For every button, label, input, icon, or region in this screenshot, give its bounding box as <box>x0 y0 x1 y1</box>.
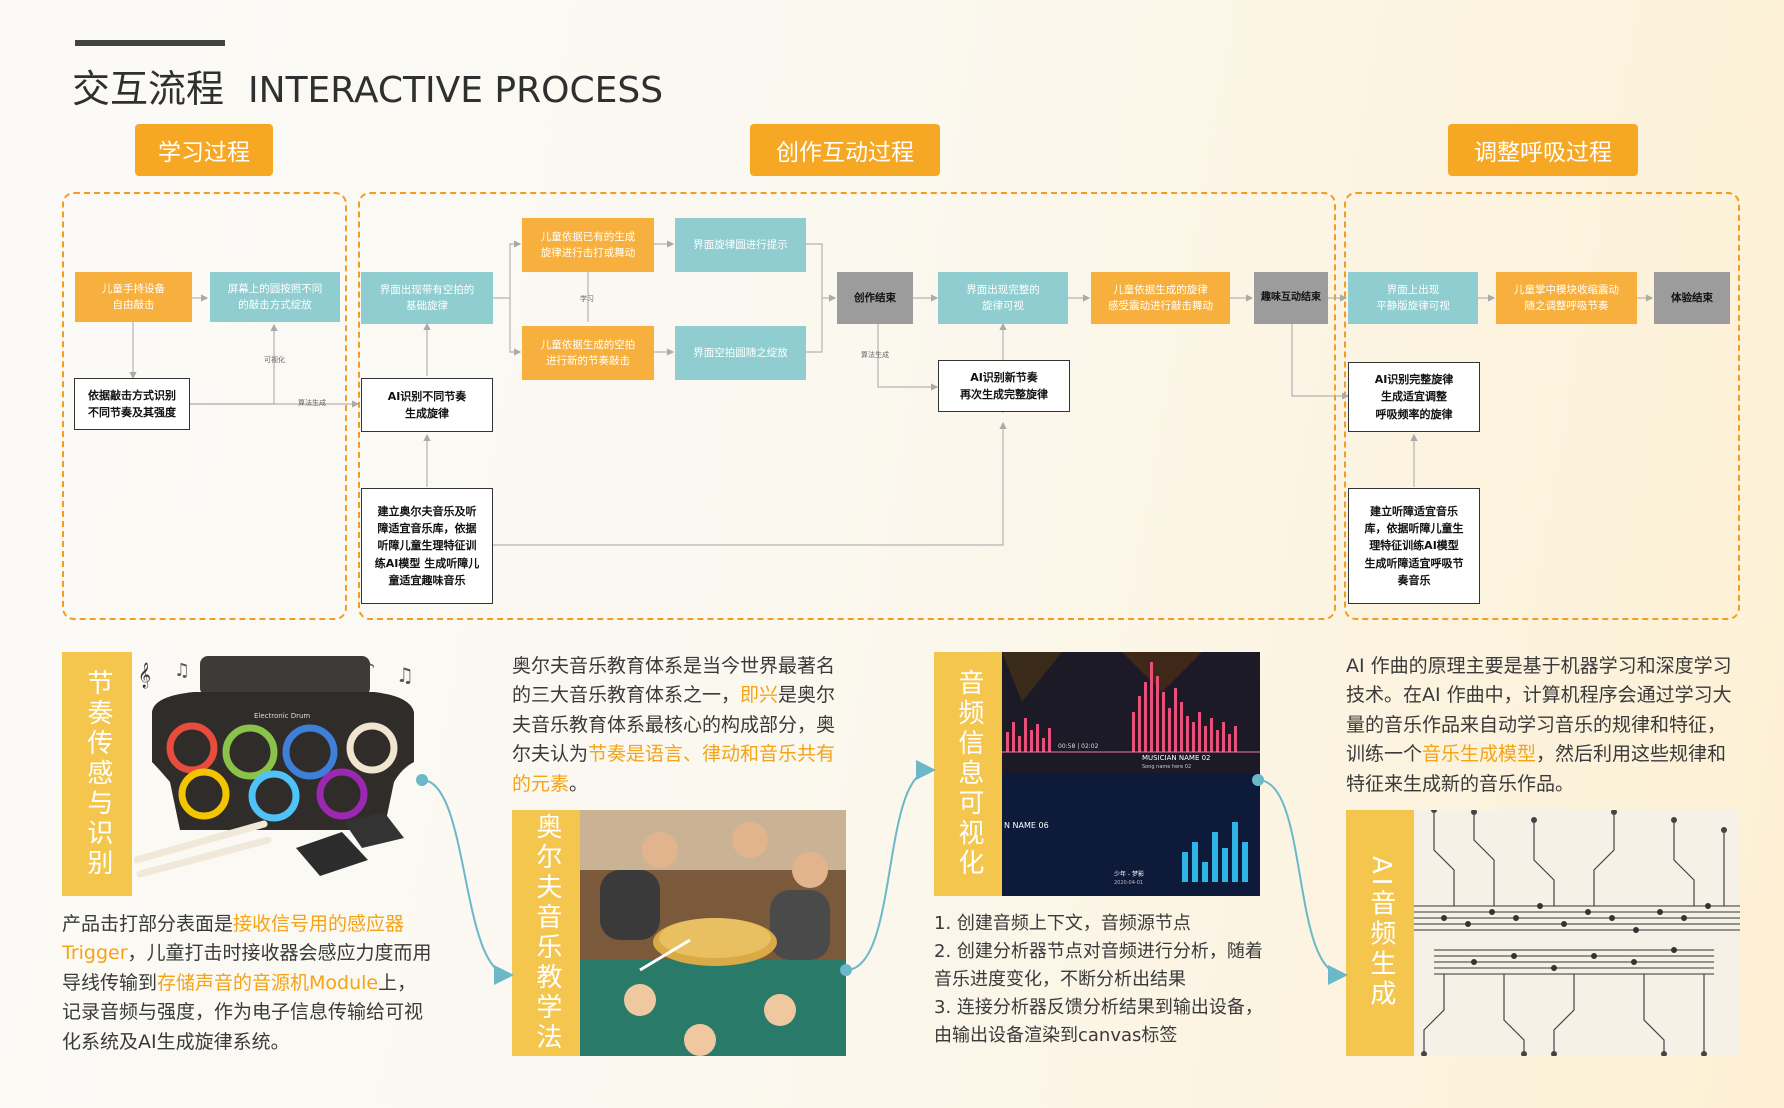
node-calm-melody: 界面上出现 平静版旋律可视 <box>1348 272 1478 324</box>
orff-text-1: 奥尔夫音乐教育体系是当今世界最著名的三大音乐教育体系之一， <box>512 655 836 707</box>
drum-brand-label: Electronic Drum <box>254 712 310 720</box>
node-ai-melody: AI识别不同节奏 生成旋律 <box>361 378 493 432</box>
label-learn: 学习 <box>580 295 594 303</box>
node-creation-end: 创作结束 <box>837 272 913 324</box>
node-free-tap: 儿童手持设备 自由敲击 <box>75 272 192 322</box>
rhythm-text-3: 上，记录音频与强度，作为电子信息传输给可视化系统及AI生成旋律系统。 <box>62 971 424 1053</box>
bar-audio-label: 音频信息可视化 <box>953 669 984 879</box>
node-base-melody: 界面出现带有空拍的 基础旋律 <box>361 272 493 324</box>
rhythm-highlight-1: 接收信号用的感应器Trigger <box>62 913 405 965</box>
ai-text-1: AI 作曲的原理主要是基于机器学习和深度学习技术。在AI 作曲中，计算机程序会通… <box>1346 655 1732 766</box>
node-rhythm-detect: 依据敲击方式识别 不同节奏及其强度 <box>74 378 190 430</box>
orff-text-2: 是奥尔夫音乐教育体系最核心的构成部分，奥尔夫认为 <box>512 684 836 766</box>
bar-ai: AI音频生成 <box>1346 810 1414 1056</box>
ai-highlight-1: 音乐生成模型 <box>1422 743 1537 766</box>
rhythm-text-2: ，儿童打击时接收器会感应力度而用导线传输到 <box>62 942 432 994</box>
screen-title: MUSICIAN NAME 02 <box>1142 754 1211 762</box>
orff-description: 奥尔夫音乐教育体系是当今世界最著名的三大音乐教育体系之一，即兴是奥尔夫音乐教育体… <box>512 652 848 799</box>
audio-steps: 1. 创建音频上下文，音频源节点 2. 创建分析器节点对音频进行分析，随着音乐进… <box>934 910 1264 1049</box>
rhythm-description: 产品击打部分表面是接收信号用的感应器Trigger，儿童打击时接收器会感应力度而… <box>62 910 434 1057</box>
audio-step-3: 3. 连接分析器反馈分析结果到输出设备，由输出设备渲染到canvas标签 <box>934 996 1263 1046</box>
node-ai-regenerate: AI识别新节奏 再次生成完整旋律 <box>938 360 1070 412</box>
screen-sub: Song name here 02 <box>1142 764 1191 770</box>
svg-text:♫: ♫ <box>396 663 414 687</box>
svg-text:♫: ♫ <box>174 660 190 681</box>
node-hint-circle: 界面旋律圆进行提示 <box>675 218 806 272</box>
orff-highlight-2: 节奏是语言、律动和音乐共有的元素 <box>512 743 836 795</box>
frame-learning <box>62 192 347 620</box>
node-new-rhythm: 儿童依据生成的空拍 进行新的节奏敲击 <box>522 326 654 380</box>
label-visual: 可视化 <box>264 356 285 364</box>
node-orff-library: 建立奥尔夫音乐及听 障适宜音乐库，依据 听障儿童生理特征训 练AI模型 生成听障… <box>361 488 493 604</box>
page-title: 交互流程 INTERACTIVE PROCESS <box>72 58 663 113</box>
screen-left-title: N NAME 06 <box>1004 821 1049 830</box>
audio-step-2: 2. 创建分析器节点对音频进行分析，随着音乐进度变化，不断分析出结果 <box>934 940 1263 990</box>
svg-text:𝄞: 𝄞 <box>138 662 151 688</box>
orff-text-3: 。 <box>569 772 589 795</box>
node-rest-bloom: 界面空拍圆随之绽放 <box>675 326 806 380</box>
label-algo-2: 算法生成 <box>861 351 889 359</box>
screen-date: 2020-04-01 <box>1114 880 1143 886</box>
bar-orff-label: 奥尔夫音乐教学法 <box>531 813 562 1053</box>
bar-orff: 奥尔夫音乐教学法 <box>512 810 580 1056</box>
screen-time: 00:58 | 02:02 <box>1058 743 1099 750</box>
node-full-melody: 界面出现完整的 旋律可视 <box>938 272 1068 324</box>
rhythm-highlight-2: 存储声音的音源机Module <box>157 971 379 994</box>
audio-step-1: 1. 创建音频上下文，音频源节点 <box>934 913 1191 934</box>
title-en: INTERACTIVE PROCESS <box>248 70 664 111</box>
ai-text-2: ，然后利用这些规律和特征来生成新的音乐作品。 <box>1346 743 1727 795</box>
label-algo-1: 算法生成 <box>298 399 326 407</box>
bar-rhythm: 节奏传感与识别 <box>62 652 132 896</box>
bar-ai-label: AI音频生成 <box>1365 856 1396 1010</box>
node-circle-bloom: 屏幕上的圆按照不同 的敲击方式绽放 <box>210 272 340 322</box>
screen-bottom-title: 少年 - 梦影 <box>1114 870 1144 878</box>
node-play-dance: 儿童依据已有的生成 旋律进行击打或舞动 <box>522 218 654 272</box>
visualizer-screenshot: 00:58 | 02:02 MUSICIAN NAME 02 Song name… <box>1002 652 1260 896</box>
frame-breathing <box>1344 192 1740 620</box>
bar-rhythm-label: 节奏传感与识别 <box>82 669 113 879</box>
music-circuit-image <box>1414 810 1740 1056</box>
node-fun-end: 趣味互动结束 <box>1254 272 1328 324</box>
node-breath-adjust: 儿童掌中模块收缩震动 随之调整呼吸节奏 <box>1496 272 1637 324</box>
tag-creation: 创作互动过程 <box>750 124 940 176</box>
ai-description: AI 作曲的原理主要是基于机器学习和深度学习技术。在AI 作曲中，计算机程序会通… <box>1346 652 1742 799</box>
orff-class-photo <box>580 810 846 1056</box>
node-breath-library: 建立听障适宜音乐 库，依据听障儿童生 理特征训练AI模型 生成听障适宜呼吸节 奏… <box>1348 488 1480 604</box>
bar-audio: 音频信息可视化 <box>934 652 1002 896</box>
node-vibration-dance: 儿童依据生成的旋律 感受震动进行敲击舞动 <box>1091 272 1230 324</box>
tag-learning: 学习过程 <box>135 124 273 176</box>
node-experience-end: 体验结束 <box>1654 272 1730 324</box>
drum-image: 𝄞 ♫ ♪ ♫ Electronic Drum <box>134 652 430 896</box>
title-cn: 交互流程 <box>72 67 225 111</box>
title-bar <box>75 40 225 46</box>
section-connectors <box>416 760 1348 985</box>
rhythm-text-1: 产品击打部分表面是 <box>62 913 234 935</box>
node-ai-breath-melody: AI识别完整旋律 生成适宜调整 呼吸频率的旋律 <box>1348 362 1480 432</box>
tag-breathing: 调整呼吸过程 <box>1448 124 1638 176</box>
orff-highlight-1: 即兴 <box>740 684 779 707</box>
